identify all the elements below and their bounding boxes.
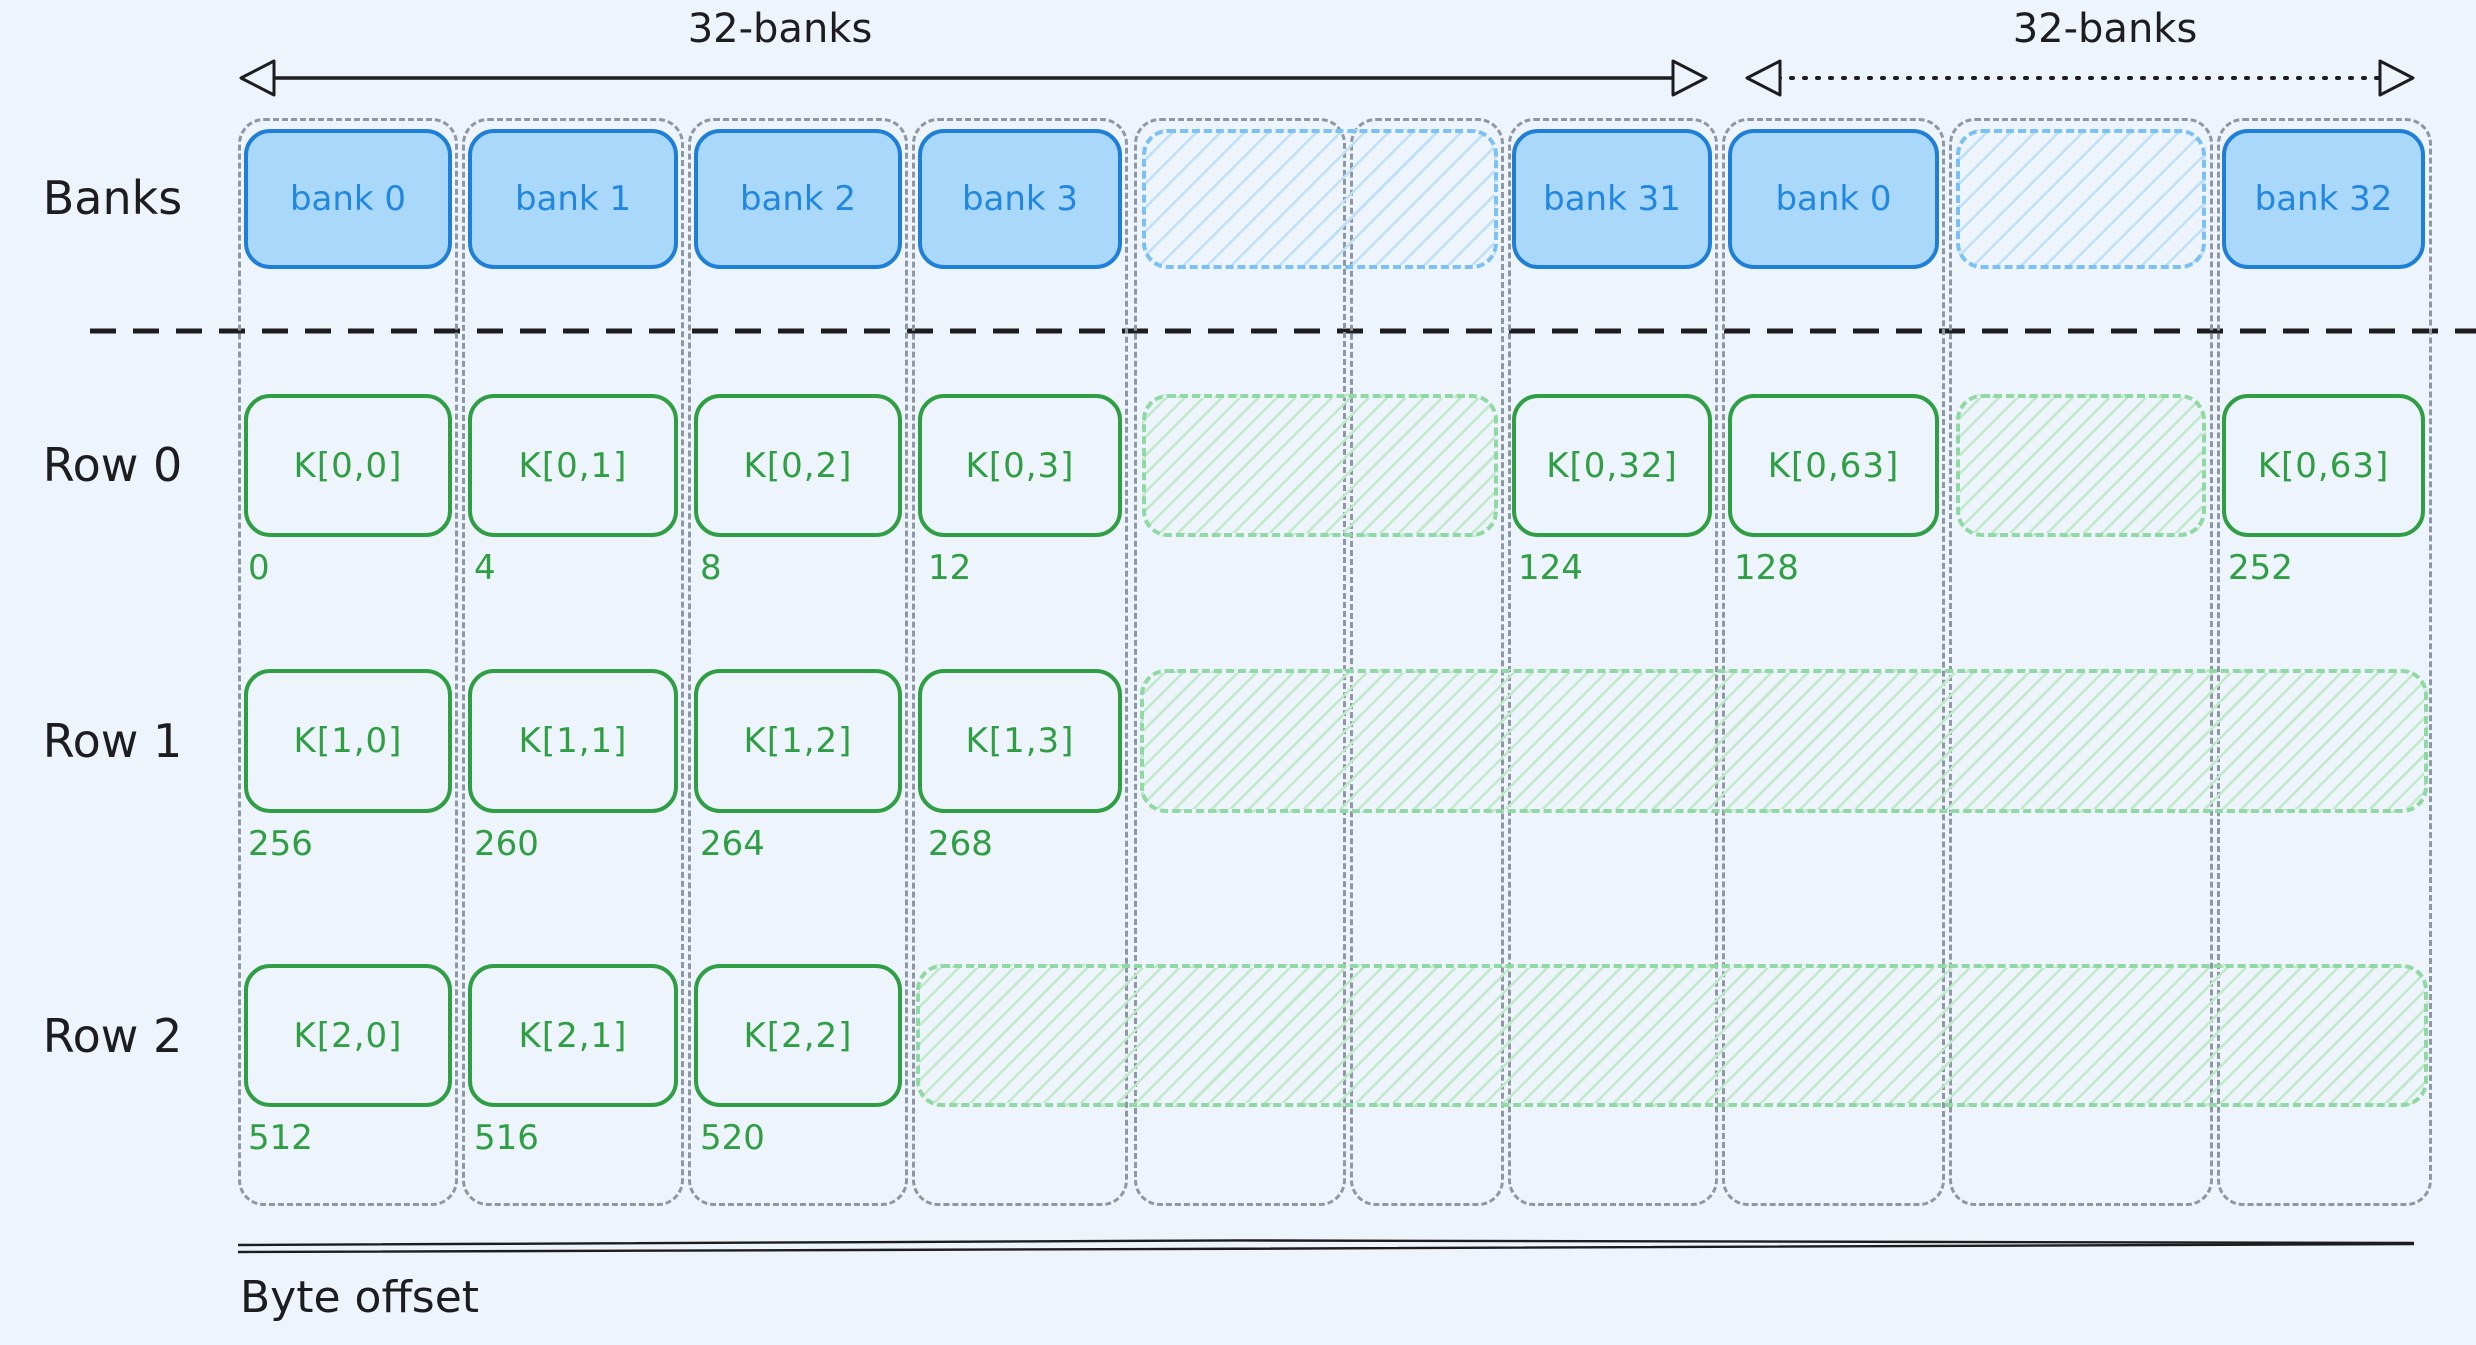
- column-guide-8: [1949, 118, 2213, 1206]
- arrowhead-right-icon: [1671, 59, 1708, 97]
- matrix-cell: K[1,2]: [694, 669, 902, 813]
- byte-offset-axis-line: [237, 1238, 2415, 1247]
- banks-hatched-region-1: [1142, 129, 1498, 269]
- cell-label: K[0,63]: [1767, 445, 1900, 486]
- bank-box-0-wrap: bank 0: [1728, 129, 1939, 269]
- cell-label: K[0,3]: [965, 445, 1075, 486]
- bank-label: bank 2: [739, 179, 857, 219]
- cell-label: K[1,3]: [965, 721, 1075, 761]
- byte-offset-value: 8: [700, 548, 722, 588]
- cell-label: K[0,0]: [293, 445, 403, 486]
- banks-axis-label: Banks: [42, 171, 183, 225]
- row2-hatched-region: [916, 964, 2428, 1107]
- cell-label: K[1,0]: [293, 721, 403, 761]
- cell-label: K[0,2]: [743, 445, 853, 486]
- wrap-span-label: 32-banks: [2012, 6, 2198, 52]
- byte-offset-value: 264: [700, 824, 765, 864]
- column-guide-7: [1722, 118, 1945, 1206]
- bank-box-32: bank 32: [2222, 129, 2425, 269]
- matrix-cell: K[0,32]: [1512, 394, 1712, 537]
- column-guide-6: [1508, 118, 1718, 1206]
- matrix-cell: K[2,1]: [468, 964, 678, 1107]
- matrix-cell: K[1,1]: [468, 669, 678, 813]
- bank-box-0: bank 0: [244, 129, 452, 269]
- cell-label: K[0,1]: [518, 445, 628, 486]
- bank-box-2: bank 2: [694, 129, 902, 269]
- bank-label: bank 1: [514, 179, 632, 219]
- cell-label: K[1,1]: [518, 721, 628, 761]
- row2-axis-label: Row 2: [42, 1009, 183, 1063]
- matrix-cell: K[0,3]: [918, 394, 1122, 537]
- row0-hatched-region-2: [1956, 394, 2206, 537]
- byte-offset-value: 12: [928, 548, 972, 588]
- byte-offset-axis-line2: [237, 1242, 2415, 1254]
- byte-offset-value: 124: [1518, 548, 1583, 588]
- cell-label: K[0,32]: [1546, 445, 1678, 486]
- matrix-cell: K[2,2]: [694, 964, 902, 1107]
- banks-hatched-region-2: [1956, 129, 2206, 269]
- byte-offset-value: 268: [928, 824, 993, 864]
- bank-box-1: bank 1: [468, 129, 678, 269]
- column-guide-4: [1134, 118, 1346, 1206]
- row1-hatched-region: [1140, 669, 2428, 813]
- row0-axis-label: Row 0: [42, 438, 183, 492]
- bank-label: bank 3: [961, 179, 1079, 219]
- byte-offset-axis-label: Byte offset: [240, 1272, 480, 1323]
- arrowhead-left-icon: [239, 59, 276, 97]
- cell-label: K[2,0]: [293, 1015, 403, 1056]
- cell-label: K[0,63]: [2257, 445, 2390, 486]
- byte-offset-value: 4: [474, 548, 496, 588]
- bank-box-31: bank 31: [1512, 129, 1712, 269]
- matrix-cell: K[0,2]: [694, 394, 902, 537]
- banks-span-label: 32-banks: [687, 6, 873, 52]
- row1-axis-label: Row 1: [42, 714, 183, 768]
- column-guide-2: [688, 118, 908, 1206]
- arrowhead-right2-icon: [2378, 59, 2415, 97]
- bank-label: bank 31: [1543, 179, 1681, 219]
- bank-label: bank 0: [289, 179, 407, 219]
- matrix-cell: K[1,0]: [244, 669, 452, 813]
- row0-hatched-region-1: [1142, 394, 1498, 537]
- bank-box-3: bank 3: [918, 129, 1122, 269]
- column-guide-3: [912, 118, 1128, 1206]
- byte-offset-value: 516: [474, 1118, 539, 1158]
- byte-offset-value: 520: [700, 1118, 765, 1158]
- cell-label: K[1,2]: [743, 721, 853, 761]
- matrix-cell: K[0,63]: [2222, 394, 2425, 537]
- column-guide-1: [462, 118, 684, 1206]
- byte-offset-value: 252: [2228, 548, 2293, 588]
- byte-offset-value: 512: [248, 1118, 313, 1158]
- column-guide-5: [1350, 118, 1504, 1206]
- matrix-cell: K[0,0]: [244, 394, 452, 537]
- matrix-cell: K[1,3]: [918, 669, 1122, 813]
- column-guide-0: [238, 118, 458, 1206]
- matrix-cell: K[0,63]: [1728, 394, 1939, 537]
- byte-offset-value: 0: [248, 548, 270, 588]
- cell-label: K[2,1]: [518, 1015, 628, 1056]
- byte-offset-value: 260: [474, 824, 539, 864]
- column-guide-9: [2217, 118, 2432, 1206]
- arrowhead-left2-icon: [1745, 59, 1782, 97]
- cell-label: K[2,2]: [743, 1015, 853, 1056]
- matrix-cell: K[2,0]: [244, 964, 452, 1107]
- bank-label: bank 32: [2254, 179, 2393, 219]
- bank-label: bank 0: [1775, 179, 1892, 219]
- matrix-cell: K[0,1]: [468, 394, 678, 537]
- byte-offset-value: 128: [1734, 548, 1799, 588]
- byte-offset-value: 256: [248, 824, 313, 864]
